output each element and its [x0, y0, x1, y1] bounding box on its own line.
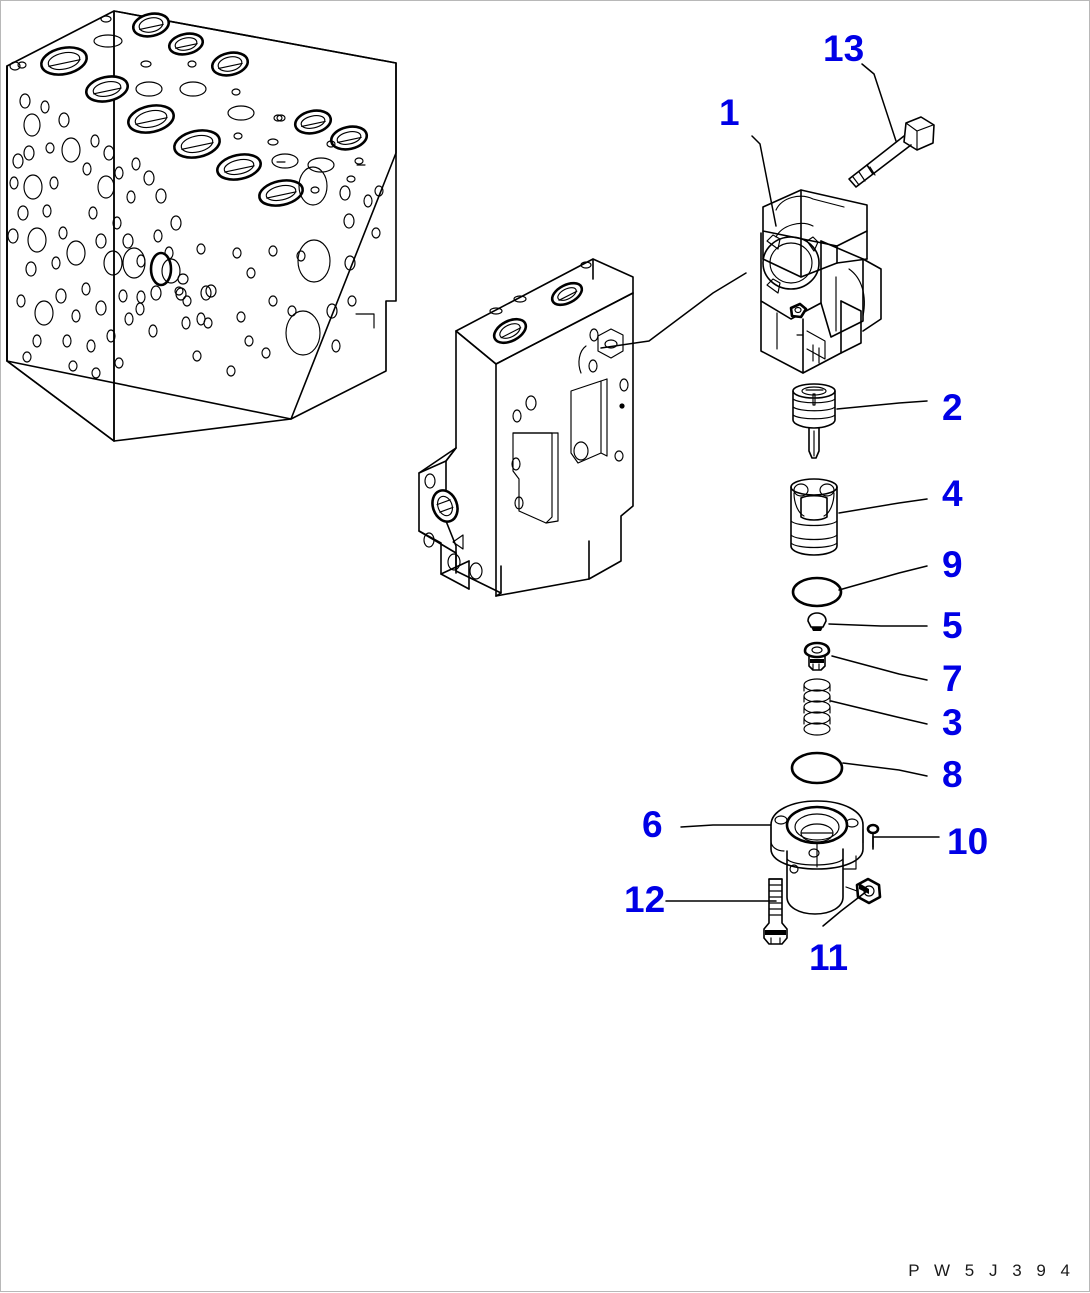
callout-label-4: 4 — [942, 473, 963, 514]
o-ring-large-lower — [790, 751, 844, 785]
o-ring-large-upper — [791, 576, 843, 608]
main-valve-manifold-block — [6, 10, 397, 442]
callout-label-6: 6 — [642, 804, 663, 845]
set-screw — [845, 877, 882, 905]
callout-label-3: 3 — [942, 702, 963, 743]
section-housing — [418, 258, 634, 597]
callout-label-1: 1 — [719, 92, 740, 133]
callout-label-13: 13 — [823, 28, 865, 69]
callout-label-7: 7 — [942, 658, 963, 699]
valve-body — [760, 189, 882, 374]
hex-bolt — [848, 116, 935, 188]
callout-label-12: 12 — [624, 879, 666, 920]
assembly-reference-line — [600, 272, 747, 349]
callout-label-5: 5 — [942, 605, 963, 646]
lower-housing — [770, 800, 864, 915]
manifold-top-ports — [40, 12, 369, 207]
callout-label-8: 8 — [942, 754, 963, 795]
callout-leader-lines — [665, 63, 940, 927]
drawing-number: P W 5 J 3 9 4 — [908, 1261, 1075, 1280]
manifold-top-small-holes — [9, 15, 366, 194]
adjusting-screw — [792, 383, 836, 459]
callout-label-2: 2 — [942, 387, 963, 428]
manifold-right-face-holes — [122, 166, 387, 377]
callout-label-10: 10 — [947, 821, 989, 862]
callout-label-9: 9 — [942, 544, 963, 585]
mounting-bolt — [763, 878, 788, 945]
ball-plug — [807, 612, 827, 631]
manifold-front-holes — [7, 93, 212, 379]
spring — [803, 678, 831, 736]
callout-label-11: 11 — [809, 937, 849, 978]
spool — [790, 478, 838, 556]
valve-seat — [803, 641, 831, 671]
